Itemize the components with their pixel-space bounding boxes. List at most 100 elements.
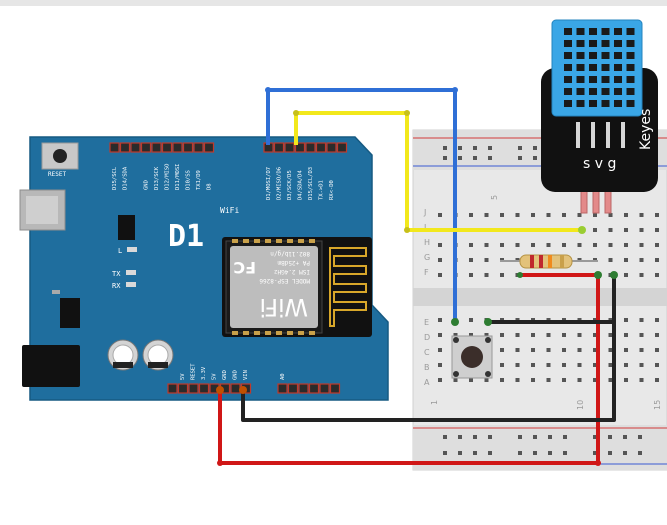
breadboard-hole (438, 258, 442, 262)
board-wifi-label: WiFi (220, 206, 239, 215)
header-pin (287, 383, 299, 394)
breadboard-hole (438, 363, 442, 367)
top-pin-label: D12/MISO (165, 164, 171, 191)
breadboard-hole (546, 243, 551, 247)
rail-hole (623, 451, 627, 455)
dc-jack (22, 345, 80, 387)
module-pad (254, 331, 260, 335)
breadboard-hole (639, 228, 644, 232)
rail-hole (473, 156, 477, 160)
header-pin (161, 142, 173, 153)
sensor-vent (614, 28, 622, 35)
usb-connector-inner (26, 196, 58, 224)
sensor-leg (591, 122, 595, 148)
reset-button[interactable] (41, 142, 79, 170)
top-pin-label: D10/SS (186, 170, 192, 190)
sensor-vent (601, 40, 610, 47)
row-label-e: E (424, 318, 429, 327)
push-button-cap[interactable] (461, 346, 483, 368)
breadboard-hole (608, 348, 613, 352)
sensor-vent (614, 52, 622, 59)
top-pin-label: D4/SDA/D4 (298, 170, 304, 200)
sensor-vent (589, 64, 597, 71)
rail-hole (473, 146, 477, 150)
rail-hole (488, 451, 492, 455)
breadboard-hole (500, 213, 504, 217)
dht11-sensor: s v g Keyes (541, 19, 658, 214)
row-label-i: I (424, 223, 426, 232)
sensor-vent (614, 40, 622, 47)
bottom-pin-label: 3.3V (201, 366, 207, 380)
rail-hole (458, 146, 462, 150)
breadboard-hole (484, 258, 489, 262)
rail-hole (593, 435, 597, 439)
module-pad (232, 239, 238, 243)
breadboard-hole (639, 333, 644, 337)
wires (216, 87, 618, 466)
rail-hole (488, 146, 492, 150)
module-pad (309, 239, 315, 243)
breadboard-hole (531, 213, 535, 217)
breadboard-hole (655, 378, 659, 382)
breadboard-hole (469, 318, 473, 322)
breadboard-hole (593, 243, 597, 247)
top-bar (0, 0, 667, 6)
header-pin (298, 383, 309, 394)
rail-hole (533, 146, 537, 150)
sensor-vent (564, 88, 572, 95)
breadboard-hole (608, 378, 613, 382)
rail-hole (458, 435, 462, 439)
header-pin (319, 383, 330, 394)
header-pin (273, 142, 285, 153)
breadboard-hole (469, 258, 473, 262)
rail-hole (548, 435, 552, 439)
breadboard-hole (639, 258, 644, 262)
transistor-pin (52, 290, 60, 294)
bottom-pin-label: GND (233, 370, 239, 380)
sensor-leg (606, 122, 610, 148)
top-pin-label: TX1/D9 (196, 170, 202, 190)
module-pad (232, 331, 238, 335)
capacitor-right (142, 339, 174, 371)
header-pin (308, 383, 320, 394)
rail-hole (518, 435, 522, 439)
breadboard-hole (562, 333, 566, 337)
sensor-vent (614, 76, 622, 83)
breadboard-hole (531, 243, 535, 247)
top-pin-label: D13/SCK (154, 166, 160, 190)
breadboard-hole (593, 378, 597, 382)
breadboard-hole (624, 318, 628, 322)
row-label-d: D (424, 333, 430, 342)
header-pin (336, 142, 348, 153)
led-l (127, 247, 137, 252)
sensor-vent (576, 100, 585, 107)
breadboard-hole (655, 243, 659, 247)
board-logo: D1 (168, 219, 204, 254)
breadboard-hole (624, 243, 628, 247)
sensor-vent (626, 28, 635, 35)
sensor-vent (601, 52, 610, 59)
breadboard-hole (500, 333, 504, 337)
breadboard-hole (639, 318, 644, 322)
breadboard-hole (500, 348, 504, 352)
capacitor-left (107, 339, 139, 371)
breadboard-hole (500, 243, 504, 247)
rail-hole (473, 451, 477, 455)
row-label-b: B (424, 363, 430, 372)
breadboard-hole (484, 333, 489, 337)
module-power: PA +25dBm (277, 259, 310, 266)
push-button[interactable] (451, 335, 493, 379)
top-pin-label: D11/MOSI (175, 164, 181, 191)
header-pin (109, 142, 120, 153)
breadboard-hole (469, 378, 473, 382)
header-pin (230, 383, 241, 394)
reset-button-cap[interactable] (53, 149, 67, 163)
sensor-vent (564, 100, 572, 107)
breadboard-hole (624, 213, 628, 217)
led-l-label: L (118, 247, 122, 255)
breadboard-hole (531, 333, 535, 337)
sensor-vent (601, 64, 610, 71)
top-pin-label: D14/SDA (123, 166, 129, 190)
breadboard-hole (438, 333, 442, 337)
sensor-leg (576, 122, 580, 148)
